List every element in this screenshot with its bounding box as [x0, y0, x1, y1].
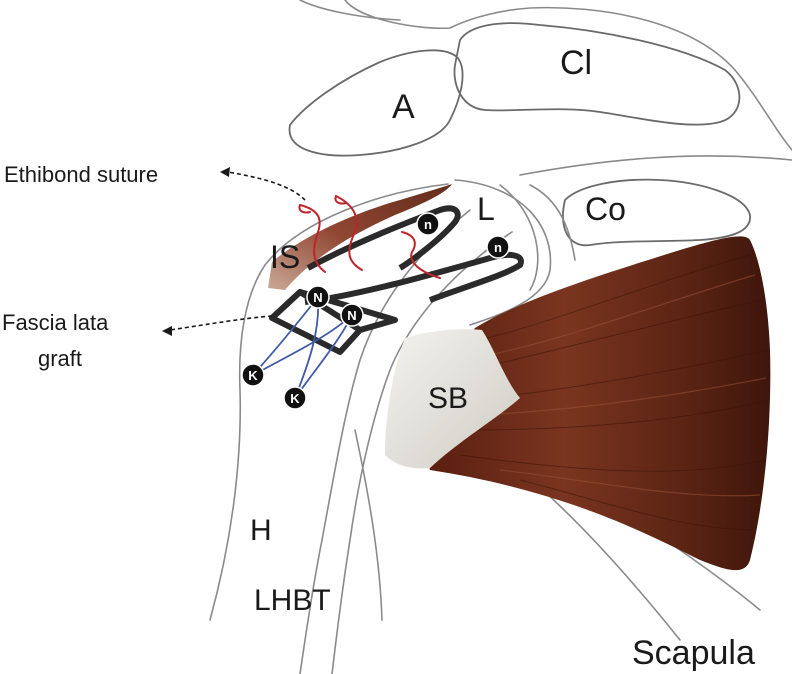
lhbt-line-1	[299, 209, 471, 674]
annotation-arrows	[162, 167, 306, 336]
label-humerus: H	[250, 514, 272, 547]
subscapularis-muscle	[427, 236, 771, 571]
coracoid-outline	[562, 178, 751, 247]
fascia-arrowhead	[162, 326, 172, 336]
label-subscapularis: SB	[428, 382, 468, 415]
upper-contour-line-2	[299, 0, 401, 21]
humerus-inner	[454, 179, 552, 326]
knot-k-1: K	[241, 363, 265, 387]
svg-text:n: n	[494, 240, 502, 255]
ethibond-arrowhead	[220, 167, 230, 177]
ethibond-arrow	[227, 171, 306, 201]
acromion-outline	[288, 49, 464, 157]
label-scapula: Scapula	[632, 634, 755, 672]
fascia-arrow	[169, 315, 273, 331]
subscapularis-tendon	[385, 329, 520, 469]
ethibond-sutures	[298, 195, 441, 279]
knot-n-big-2: N	[340, 303, 364, 327]
knot-k-2: K	[283, 386, 307, 410]
label-lhbt: LHBT	[254, 584, 331, 617]
knot-n-small-1: n	[416, 212, 440, 236]
label-infraspinatus: IS	[270, 239, 300, 275]
clavicle-outline	[453, 22, 741, 126]
humerus-outer	[209, 183, 449, 621]
svg-text:n: n	[424, 217, 432, 232]
knot-n-big-1: N	[306, 285, 330, 309]
upper-contour-line	[344, 0, 792, 151]
label-coracoid: Co	[585, 191, 626, 227]
label-acromion: A	[392, 88, 415, 126]
scapula-lateral-border	[354, 429, 383, 621]
scapula-line-top	[519, 155, 792, 176]
knot-n-small-2: n	[486, 235, 510, 259]
svg-text:N: N	[313, 290, 322, 305]
muscle-highlights	[479, 274, 767, 497]
svg-text:K: K	[248, 368, 258, 383]
label-ethibond-suture: Ethibond suture	[4, 162, 158, 187]
svg-text:N: N	[347, 308, 356, 323]
glenoid-arc	[499, 184, 539, 291]
label-graft: graft	[38, 346, 82, 371]
label-clavicle: Cl	[560, 44, 592, 82]
label-labrum: L	[477, 191, 495, 227]
infraspinatus-muscle	[268, 184, 452, 290]
scapula-line-2	[529, 184, 576, 261]
svg-text:K: K	[290, 391, 300, 406]
label-fascia-lata: Fascia lata	[2, 310, 109, 335]
tendon-band-upper	[306, 205, 461, 271]
